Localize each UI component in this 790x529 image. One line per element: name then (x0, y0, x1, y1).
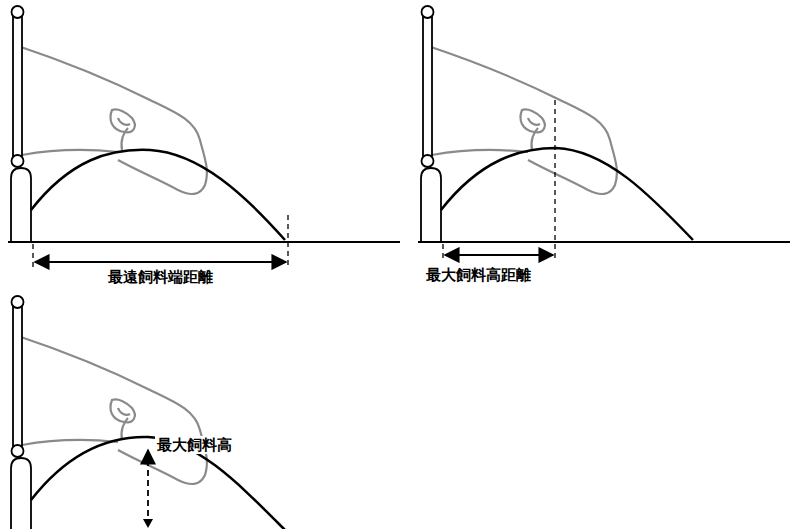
panel-farthest (8, 6, 400, 268)
panel-max-height-distance (418, 6, 790, 262)
dimension-label: 最大飼料高 (155, 436, 234, 454)
dimension-label: 最遠飼料端距離 (106, 268, 215, 286)
panel-max-height (11, 296, 290, 529)
dimension-label: 最大飼料高距離 (424, 266, 533, 284)
